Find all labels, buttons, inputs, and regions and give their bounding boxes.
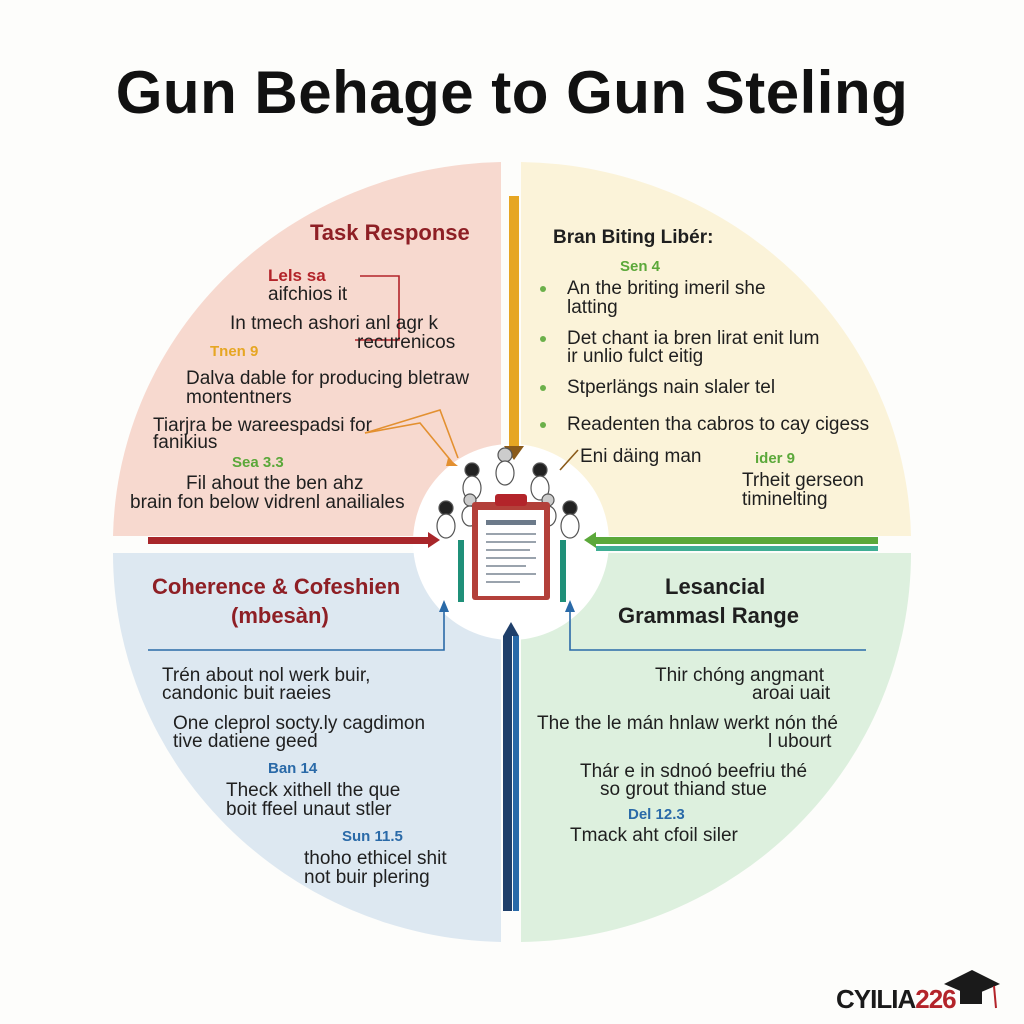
br-line: aroai uait	[752, 683, 831, 704]
tr-bullet-line: Readenten tha cabros to cay cigess	[567, 414, 870, 435]
bl-score: Sun 11.5	[342, 828, 403, 845]
tr-line: timinelting	[742, 489, 828, 510]
tl-line: In tmech ashori anl agr k	[230, 313, 439, 334]
tl-line: Dalva dable for producing bletraw	[186, 368, 470, 389]
br-line: Thir chóng angmant	[655, 665, 824, 686]
tr-bullet-line: Stperlängs nain slaler tel	[567, 377, 776, 398]
bullet-dot	[540, 422, 546, 428]
page-title: Gun Behage to Gun Steling	[115, 59, 909, 126]
tl-line: montentners	[186, 387, 292, 408]
bl-line: candonic buit raeies	[162, 683, 331, 704]
brand-logo: CYILIA226	[836, 984, 957, 1014]
bl-line: Theck xithell the que	[226, 780, 401, 801]
tr-bullet-line: ir unlio fulct eitig	[567, 346, 704, 367]
grammar-subheading: Grammasl Range	[618, 603, 799, 628]
grammar-heading: Lesancial	[665, 574, 766, 599]
tr-bullet-line: latting	[567, 297, 618, 318]
graduation-cap-icon	[944, 970, 1000, 1009]
tl-line: aifchios it	[268, 284, 348, 305]
coherence-subheading: (mbesàn)	[231, 603, 329, 628]
br-line: so grout thiand stue	[600, 779, 767, 800]
bl-line: boit ffeel unaut stler	[226, 799, 392, 820]
tl-line: Fil ahout the ben ahz	[186, 473, 364, 494]
tl-score: Sea 3.3	[232, 454, 284, 471]
bl-score: Ban 14	[268, 760, 318, 777]
tl-line: fanikius	[153, 432, 218, 453]
br-line: l ubourt	[768, 731, 832, 752]
br-line: Thár e in sdnoó beefriu thé	[580, 761, 808, 782]
coherence-heading: Coherence & Cofeshien	[152, 574, 401, 599]
quadrant-task-response	[113, 162, 501, 536]
task-response-heading: Task Response	[310, 220, 470, 245]
tl-line: Lels sa	[268, 266, 326, 285]
bl-line: One cleprol socty.ly cagdimon	[173, 713, 426, 734]
bullet-dot	[540, 336, 546, 342]
tr-heading: Bran Biting Libér:	[553, 227, 714, 248]
tr-line: Eni däing man	[580, 446, 702, 467]
tr-line: Trheit gerseon	[742, 470, 864, 491]
tr-score: ider 9	[755, 450, 796, 467]
quadrant-top-right	[521, 162, 911, 536]
bullet-dot	[540, 385, 546, 391]
tr-bullet-line: Det chant ia bren lirat enit lum	[567, 328, 820, 349]
bl-line: tive datiene geed	[173, 731, 318, 752]
tl-line: recurenicos	[357, 332, 456, 353]
bl-line: Trén about nol werk buir,	[162, 665, 371, 686]
tl-line: Tiarjra be wareespadsi for	[153, 415, 372, 436]
br-line: The the le mán hnlaw werkt nón thé	[537, 713, 839, 734]
tr-score: Sen 4	[620, 258, 661, 275]
bullet-dot	[540, 286, 546, 292]
br-line: Tmack aht cfoil siler	[570, 825, 738, 846]
br-score: Del 12.3	[628, 806, 685, 823]
clipboard-icon	[472, 494, 550, 600]
bl-line: thoho ethicel shit	[304, 848, 447, 869]
tl-line: brain fon below vidrenl anailiales	[130, 492, 405, 513]
tr-bullet-line: An the briting imeril she	[567, 278, 766, 299]
bl-line: not buir plering	[304, 867, 430, 888]
tl-score: Tnen 9	[210, 343, 259, 360]
